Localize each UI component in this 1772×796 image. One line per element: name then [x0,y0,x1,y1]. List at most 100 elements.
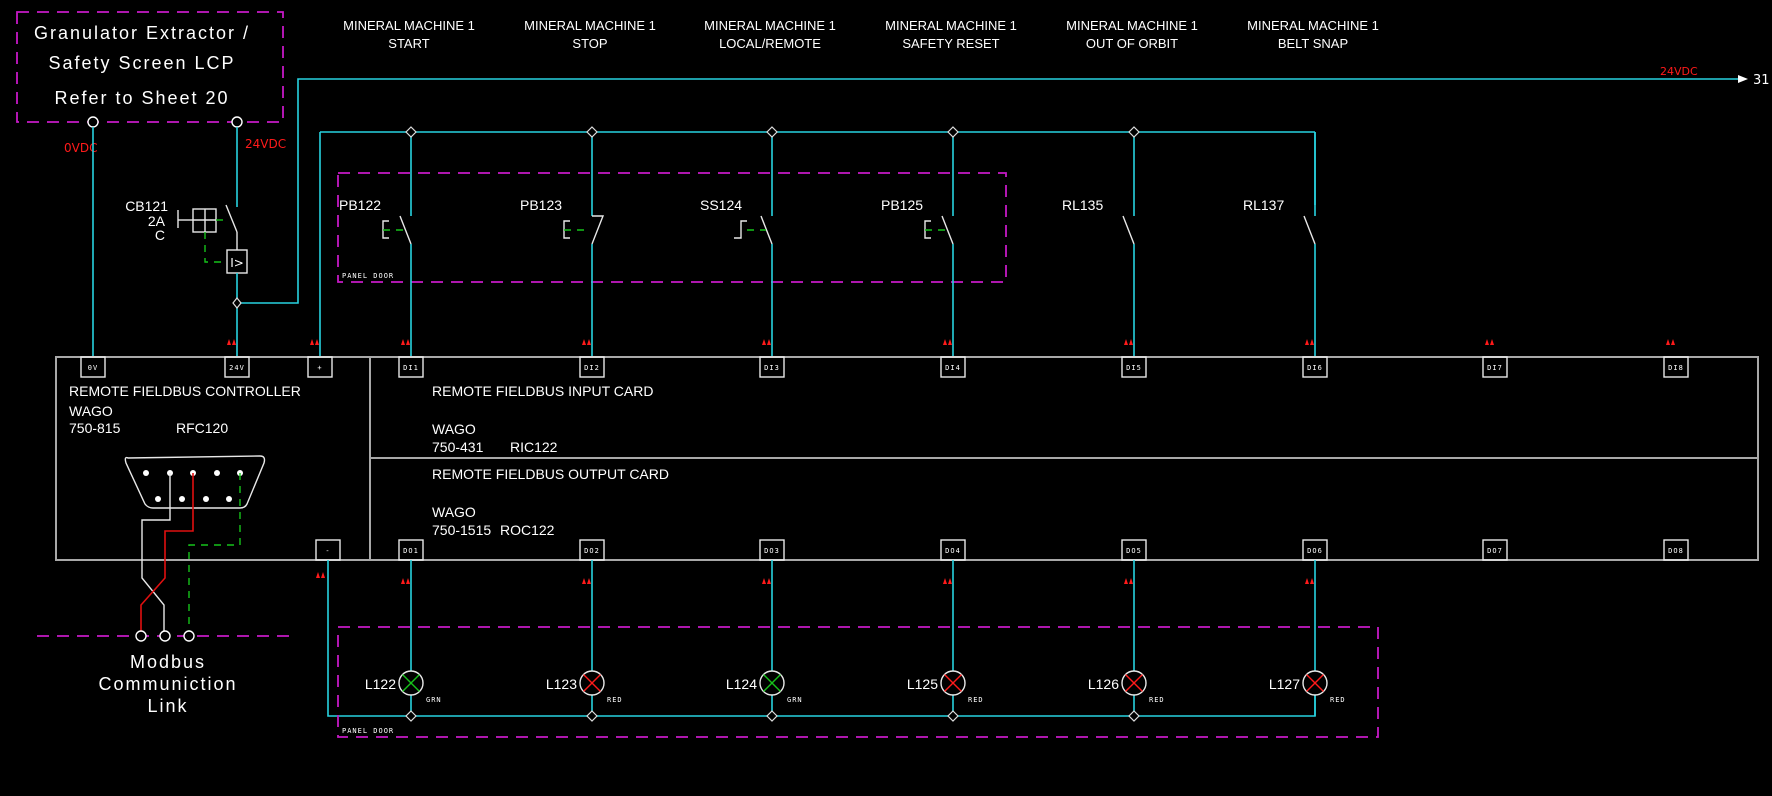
lamp-color-code: RED [968,696,984,704]
output-card-title: REMOTE FIELDBUS OUTPUT CARD [432,466,669,482]
input-device-tag: SS124 [700,197,742,213]
junction-dot-icon [1128,126,1140,138]
input-header-function: LOCAL/REMOTE [719,36,821,51]
svg-text:DI6: DI6 [1307,364,1323,372]
input-header-title: MINERAL MACHINE 1 [1247,18,1379,33]
lamp-color-code: GRN [787,696,803,704]
panel-door-label: PANEL DOOR [342,272,394,280]
fieldbus-rack: 0V 24V + - REMOTE FIELDBUS CONTROLLER WA… [55,356,1759,561]
input-header-function: START [388,36,429,51]
terminal-24v-icon [231,116,243,128]
svg-text:DO2: DO2 [584,547,600,555]
wire-number-marker [401,578,410,584]
input-header-function: SAFETY RESET [902,36,999,51]
input-header-title: MINERAL MACHINE 1 [885,18,1017,33]
wire-number-marker [762,578,771,584]
wire-output-common [327,560,1316,717]
input-device-tag: RL135 [1062,197,1103,213]
wire-number-marker [310,339,319,345]
wire-number-marker [1485,339,1494,345]
terminal-di3[interactable]: DI3 [759,339,785,378]
junction-dot-icon [766,126,778,138]
controller-tag: RFC120 [176,420,228,436]
input-device-rl137: RL137 [1243,132,1316,357]
modbus-terminal-icon [135,630,147,642]
svg-text:DO1: DO1 [403,547,419,555]
terminal-24v[interactable]: 24V [224,356,250,378]
db9-connector-icon [124,455,266,509]
svg-text:DO5: DO5 [1126,547,1142,555]
wire-number-marker [1305,339,1314,345]
terminal-0v[interactable]: 0V [80,356,106,378]
input-header-function: STOP [572,36,607,51]
terminal-di6[interactable]: DI6 [1302,339,1328,378]
lamp-tag: L125 [907,676,938,692]
terminal-di5[interactable]: DI5 [1121,339,1147,378]
svg-text:0V: 0V [88,364,98,372]
panel-door-boundary-outputs: PANEL DOOR [337,626,1379,738]
svg-text:DI2: DI2 [584,364,600,372]
terminal-di2[interactable]: DI2 [579,339,605,378]
lamp-tag: L126 [1088,676,1119,692]
input-device-tag: PB125 [881,197,923,213]
svg-text:DO3: DO3 [764,547,780,555]
terminal-minus[interactable]: - [315,539,341,561]
svg-text:DO7: DO7 [1487,547,1503,555]
no-contact-icon [1303,215,1316,245]
lamp-color-code: RED [1330,696,1346,704]
input-header-function: OUT OF ORBIT [1086,36,1178,51]
breaker-curve: C [155,227,165,243]
junction-dot-icon [586,710,598,722]
wire-number-marker [582,578,591,584]
svg-text:DI7: DI7 [1487,364,1503,372]
bus-voltage-label: 24VDC [1660,65,1698,78]
svg-text:24V: 24V [229,364,245,372]
terminal-plus[interactable]: + [307,356,333,378]
label-24vdc: 24VDC [245,137,286,151]
input-headers: MINERAL MACHINE 1 START MINERAL MACHINE 1 S… [343,18,1379,51]
lcp-title-line2: Safety Screen LCP [48,53,235,73]
sheet-continuation-ref[interactable]: 31 [1753,73,1770,88]
svg-text:DO8: DO8 [1668,547,1684,555]
wire-number-marker [943,339,952,345]
modbus-label-line3: Link [147,696,188,716]
modbus-cable [140,473,241,632]
selector-switch-actuator-icon [734,220,747,239]
lcp-title-line1: Granulator Extractor / [34,23,250,43]
lamp-color-code: GRN [426,696,442,704]
terminal-di7[interactable]: DI7 [1482,339,1508,378]
modbus-terminal-icon [183,630,195,642]
panel-door-boundary-inputs: PANEL DOOR [337,172,1007,283]
terminal-di4[interactable]: DI4 [940,339,966,378]
terminal-di8[interactable]: DI8 [1663,339,1689,378]
input-header-title: MINERAL MACHINE 1 [524,18,656,33]
terminal-di1[interactable]: DI1 [398,339,424,378]
svg-text:+: + [317,364,322,372]
lcp-sheet-ref: Refer to Sheet 20 [54,88,229,108]
nc-contact-icon [591,215,605,245]
junction-dot-icon [405,126,417,138]
wire-number-marker [762,339,771,345]
panel-door-label: PANEL DOOR [342,727,394,735]
label-0vdc: 0VDC [64,141,97,155]
input-card-tag: RIC122 [510,439,558,455]
svg-text:I>: I> [230,256,244,270]
no-contact-icon [1122,215,1135,245]
wire-number-marker [401,339,410,345]
svg-text:DI4: DI4 [945,364,961,372]
breaker-contact-icon [225,204,238,233]
wire-number-marker [1124,339,1133,345]
breaker-tag: CB121 [125,198,168,214]
circuit-breaker-cb121: CB121 2A C I> [125,198,248,274]
terminal-do7[interactable]: DO7 [1482,539,1508,561]
terminal-do8[interactable]: DO8 [1663,539,1689,561]
input-card-model: 750-431 [432,439,484,455]
no-contact-icon [760,215,773,245]
lamp-tag: L124 [726,676,757,692]
